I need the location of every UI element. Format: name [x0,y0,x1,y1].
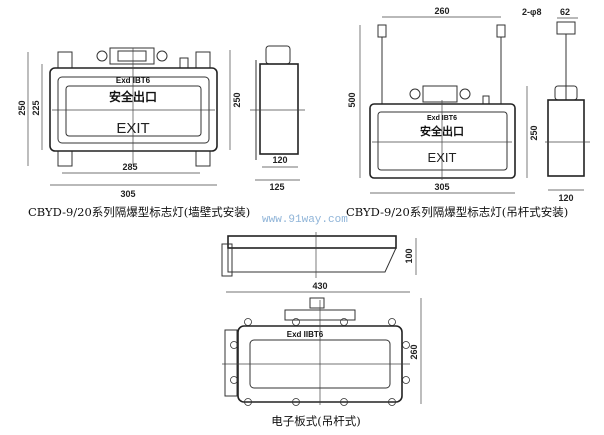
dim-board-width: 430 [312,281,327,291]
electronic-board-top-view: 100 [221,232,417,278]
dim-height-right: 250 [232,92,242,107]
wall-mount-caption: CBYD-9/20系列隔爆型标志灯(墙壁式安装) [28,205,250,219]
watermark: www.91way.com [262,214,348,226]
dim-total-height: 500 [347,92,357,107]
pole-mount-sign-cn: 安全出口 [420,124,464,138]
electronic-board-caption: 电子板式(吊杆式) [271,414,360,428]
wall-mount-side-view: 120 125 [250,45,305,192]
dim-body-height: 250 [529,125,539,140]
dim-width: 305 [434,182,449,192]
wall-mount-sign-cn: 安全出口 [109,89,157,104]
board-marking: Exd IIBT6 [287,330,324,339]
dim-rod-spacing: 260 [434,6,449,16]
dim-hole: 2-φ8 [522,7,541,17]
dim-width-inner: 285 [122,162,137,172]
dim-depth-body: 120 [272,155,287,165]
pole-mount-front-view: Exd IBT6 安全出口 EXIT 260 500 250 305 [347,6,539,194]
dim-board-height: 260 [409,344,419,359]
pole-mount-marking: Exd IBT6 [427,115,457,122]
wall-mount-marking: Exd IBT6 [116,76,151,85]
dim-height-outer: 250 [17,100,27,115]
wall-mount-front-view: Exd IBT6 安全出口 EXIT 250 225 250 285 305 [17,47,242,199]
dim-height-inner: 225 [31,100,41,115]
pole-mount-side-view: 2-φ8 62 120 [522,7,590,203]
dim-bracket: 62 [560,7,570,17]
pole-mount-caption: CBYD-9/20系列隔爆型标志灯(吊杆式安装) [346,205,568,219]
dim-width-outer: 305 [120,189,135,199]
dim-depth-total: 125 [269,182,284,192]
wall-mount-sign-en: EXIT [116,120,149,137]
pole-mount-sign-en: EXIT [428,150,457,165]
dim-depth: 120 [558,193,573,203]
electronic-board-front-view: Exd IIBT6 430 260 [222,281,422,406]
dim-board-depth: 100 [404,248,414,263]
